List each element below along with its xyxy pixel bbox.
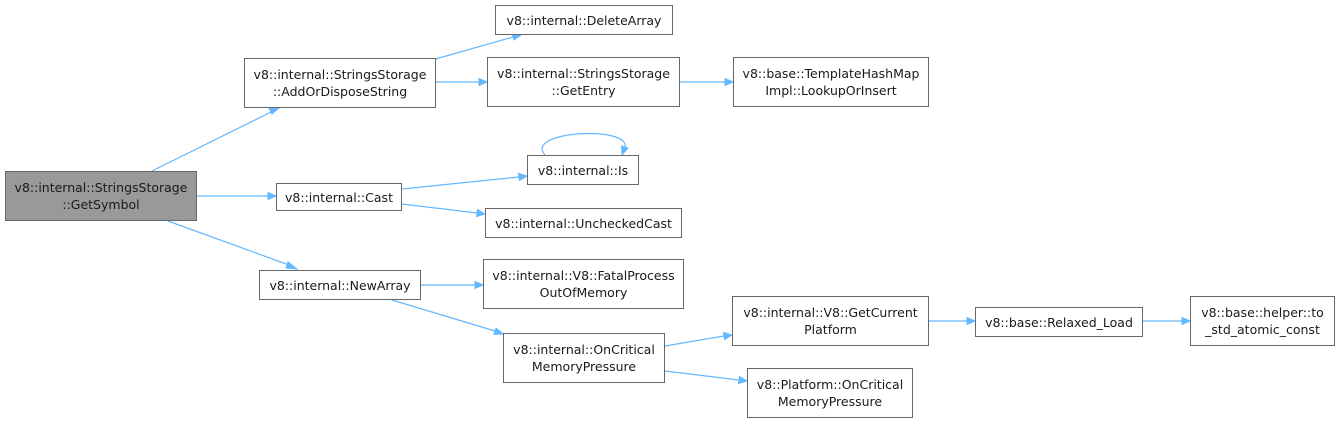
arrowhead [620, 145, 629, 157]
edge-oncritical-getcurrentplatform [664, 335, 725, 347]
edge-getsymbol-addordispose [151, 111, 272, 172]
node-label-line2: MemoryPressure [531, 359, 637, 374]
node-label-line2: OutOfMemory [539, 285, 628, 300]
edge-addordispose-deletearray [431, 36, 514, 61]
node-get-current-platform[interactable]: v8::internal::V8::GetCurrent Platform [732, 296, 929, 346]
node-label-line1: v8::internal::StringsStorage [253, 67, 427, 82]
arrowhead [474, 280, 485, 290]
node-is[interactable]: v8::internal::Is [527, 155, 639, 185]
edge-oncritical-platformoncritical [664, 370, 740, 381]
arrowhead [517, 172, 529, 182]
node-label-line2: ::AddOrDisposeString [272, 84, 408, 99]
node-platform-on-critical-memory-pressure[interactable]: v8::Platform::OnCritical MemoryPressure [747, 368, 913, 418]
node-get-entry[interactable]: v8::internal::StringsStorage ::GetEntry [487, 57, 680, 107]
node-fatal-process-out-of-memory[interactable]: v8::internal::V8::FatalProcess OutOfMemo… [483, 259, 684, 309]
node-label-line1: v8::internal::DeleteArray [506, 12, 662, 28]
node-label-line2: ::GetSymbol [62, 197, 140, 212]
edge-cast-is [401, 176, 520, 190]
arrowhead [737, 375, 749, 385]
node-cast[interactable]: v8::internal::Cast [276, 183, 402, 211]
arrowhead [1181, 316, 1192, 326]
edge-is-self-loop [541, 133, 626, 156]
arrowhead [268, 107, 281, 115]
edge-newarray-oncritical [391, 299, 496, 332]
node-label-line2: ::GetEntry [551, 83, 616, 98]
node-label-line1: v8::base::Relaxed_Load [985, 314, 1133, 330]
node-label-line1: v8::internal::V8::FatalProcess [492, 268, 675, 283]
node-label-line1: v8::base::TemplateHashMap [742, 66, 920, 81]
node-label-line2: Impl::LookupOrInsert [765, 83, 897, 98]
node-label-line1: v8::internal::V8::GetCurrent [743, 305, 918, 320]
node-label-line1: v8::internal::OnCritical [513, 342, 655, 357]
arrowhead [966, 316, 977, 326]
node-to-std-atomic-const[interactable]: v8::base::helper::to _std_atomic_const [1190, 296, 1335, 346]
node-label-line1: v8::internal::NewArray [269, 277, 411, 293]
node-delete-array[interactable]: v8::internal::DeleteArray [495, 5, 673, 35]
node-label-line1: v8::Platform::OnCritical [756, 377, 904, 392]
arrowhead [285, 261, 299, 270]
node-lookup-or-insert[interactable]: v8::base::TemplateHashMap Impl::LookupOr… [733, 57, 929, 107]
arrowhead [722, 331, 734, 341]
node-relaxed-load[interactable]: v8::base::Relaxed_Load [975, 307, 1143, 337]
node-label-line1: v8::base::helper::to [1201, 305, 1324, 320]
arrowhead [724, 77, 735, 87]
edge-getsymbol-newarray [167, 220, 290, 266]
node-label-line2: Platform [804, 322, 857, 337]
node-label-line1: v8::internal::Cast [285, 189, 393, 205]
node-add-or-dispose-string[interactable]: v8::internal::StringsStorage ::AddOrDisp… [244, 58, 436, 108]
node-label-line1: v8::internal::Is [537, 162, 629, 178]
arrowhead [478, 77, 489, 87]
node-label-line1: v8::internal::StringsStorage [14, 180, 188, 195]
arrowhead [493, 327, 505, 336]
arrowhead [267, 191, 278, 201]
node-unchecked-cast[interactable]: v8::internal::UncheckedCast [485, 208, 682, 238]
node-label-line2: MemoryPressure [777, 394, 883, 409]
node-label-line1: v8::internal::UncheckedCast [495, 215, 672, 231]
node-label-line2: _std_atomic_const [1205, 322, 1320, 337]
node-new-array[interactable]: v8::internal::NewArray [259, 270, 421, 300]
node-strings-storage-get-symbol[interactable]: v8::internal::StringsStorage ::GetSymbol [5, 171, 197, 221]
edge-cast-uncheckedcast [401, 203, 478, 214]
node-label-line1: v8::internal::StringsStorage [497, 66, 670, 81]
node-on-critical-memory-pressure[interactable]: v8::internal::OnCritical MemoryPressure [503, 333, 665, 383]
arrowhead [475, 208, 487, 218]
